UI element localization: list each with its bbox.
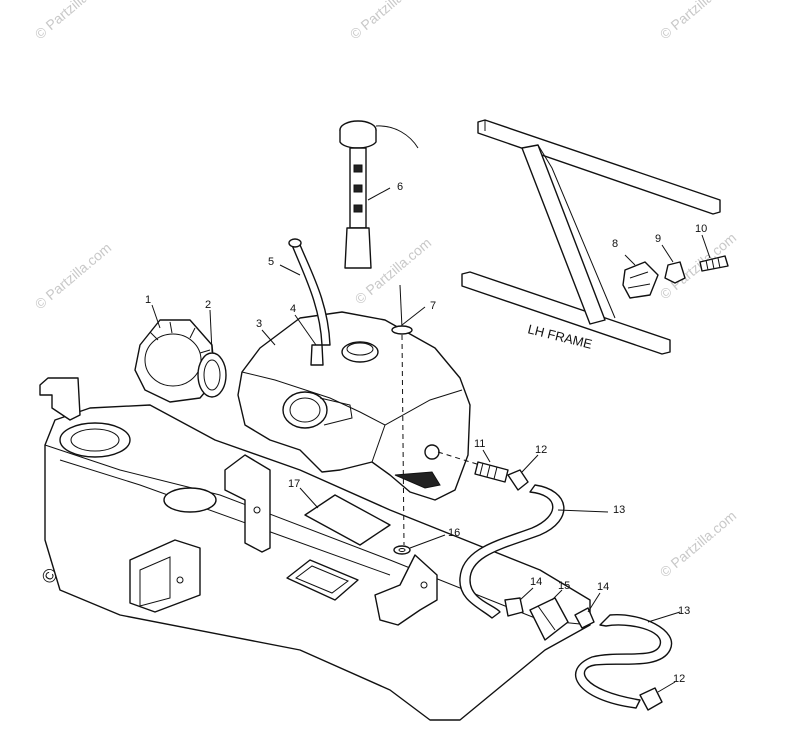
frame-clip [664,261,686,284]
callout-3: 3 [256,318,262,330]
fuel-gauge-sender [339,120,419,269]
callout-9: 9 [655,233,661,245]
drain-screw [391,325,413,335]
callout-14: 14 [597,581,609,593]
callout-10: 10 [695,223,707,235]
fuel-tank [237,311,471,501]
hose-clamp [574,607,595,629]
callout-16: 16 [448,527,460,539]
frame-clip-bracket [622,261,659,299]
callout-13: 13 [678,605,690,617]
leader-lines [151,187,711,693]
tank-mount-bracket [374,554,438,626]
tank-outlet [424,444,440,460]
watermark-text: © Partzilla.com [32,0,115,42]
callout-7: 7 [430,300,436,312]
fuel-hose [574,614,673,709]
callout-12: 12 [535,444,547,456]
frame-hole [163,487,217,513]
watermark-text: © Partzilla.com [347,0,430,42]
fuel-fitting [474,461,509,483]
frame-bracket [39,377,81,421]
callout-labels: 1 2 3 4 5 6 7 8 9 10 11 12 13 14 15 14 1… [145,181,707,685]
callout-4: 4 [290,303,296,315]
watermark-text: © Partzilla.com [657,507,740,580]
callout-1: 1 [145,294,151,306]
hose-clamp [639,687,663,711]
tank-fill-neck [282,391,328,429]
watermark-text: © Partzilla.com [32,239,115,312]
tank-mount-bracket [224,454,271,553]
lh-frame [461,119,721,355]
cap-gasket [197,352,227,398]
vent-hose [291,239,331,346]
frame-crossmember [39,377,591,721]
tank-filler-neck [341,341,379,363]
washer [393,545,411,555]
watermark-text: © Partzilla.com [657,0,740,42]
callout-17: 17 [288,478,300,490]
callout-11: 11 [474,438,485,450]
callout-12: 12 [673,673,685,685]
callout-2: 2 [205,299,211,311]
frame-square-tube [129,539,201,613]
frame-cutout [286,559,359,601]
callout-6: 6 [397,181,403,193]
vent-fitting [310,344,324,366]
hose-clamp [504,597,524,617]
callout-14: 14 [530,576,542,588]
fuel-hose [459,484,565,619]
callout-5: 5 [268,256,274,268]
callout-15: 15 [558,580,570,592]
callout-8: 8 [612,238,618,250]
tank-pad [304,494,391,546]
frame-hole [59,422,131,458]
callout-13: 13 [613,504,625,516]
hose-clamp [507,469,529,491]
